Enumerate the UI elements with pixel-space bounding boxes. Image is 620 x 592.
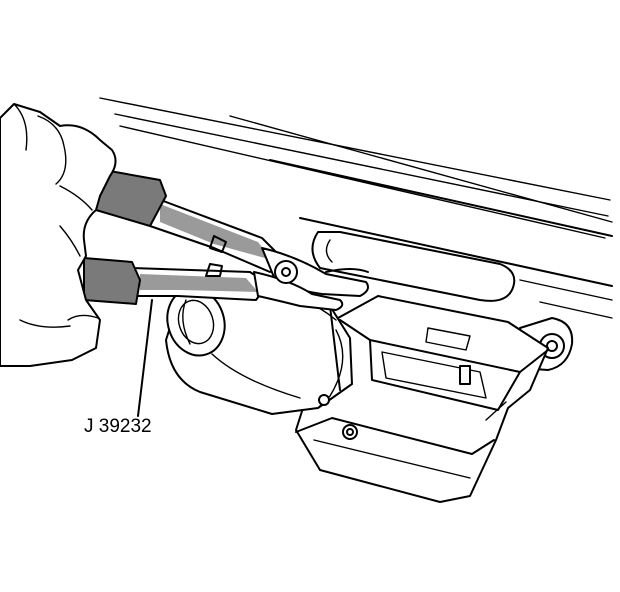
pliers-tool [83,169,369,311]
technician-hand [0,103,117,367]
gearbox-housing [295,295,549,503]
tool-callout-label: J 39232 [84,416,152,437]
cowl-panel-lines [99,97,613,319]
tool-callout-leader [137,299,153,417]
